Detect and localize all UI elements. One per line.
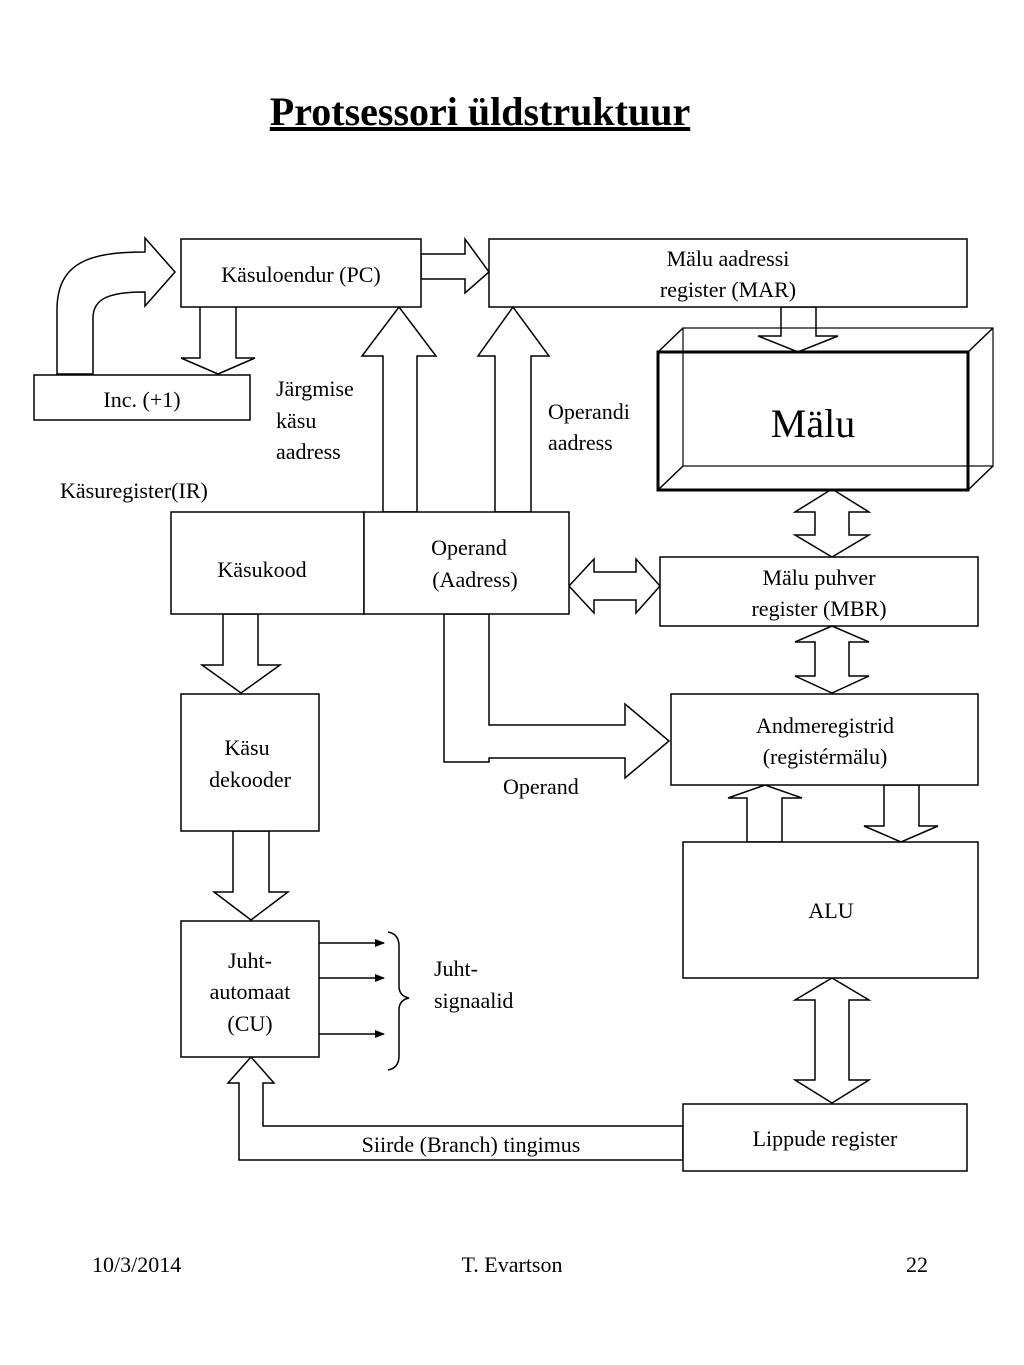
flags-to-cu-arrow	[226, 1055, 684, 1161]
signals-brace	[387, 931, 410, 1071]
operand-flow-label: Operand	[503, 774, 579, 799]
mbr-registers-arrow	[794, 625, 870, 694]
control-signals-label-line2: signaalid	[434, 988, 513, 1013]
branch-condition-label: Siirde (Branch) tingimus	[362, 1132, 581, 1157]
alu-to-registers-arrow	[727, 784, 803, 843]
next-address-label-line2: käsu	[276, 408, 316, 433]
opcode-to-decoder-arrow	[199, 613, 283, 694]
next-address-label-line3: aadress	[276, 439, 341, 464]
ir-mbr-arrow	[567, 557, 662, 615]
decoder-label-line1: Käsu	[224, 735, 269, 760]
mar-box	[488, 238, 968, 308]
mar-label-line1: Mälu aadressi	[667, 246, 790, 271]
operand-label-line1: Operand	[431, 535, 507, 560]
opcode-label: Käsukood	[217, 557, 306, 582]
data-registers-label-line1: Andmeregistrid	[756, 713, 894, 738]
footer-page-number: 22	[906, 1252, 928, 1277]
mbr-label-line2: register (MBR)	[751, 596, 886, 621]
pc-box	[180, 238, 422, 308]
inc-to-pc-arrow	[56, 236, 177, 375]
mbr-box	[659, 556, 979, 627]
ir-to-mar-arrow	[476, 305, 551, 513]
cu-label-line1: Juht-	[228, 948, 272, 973]
alu-box	[682, 841, 979, 979]
ir-to-pc-arrow	[360, 305, 438, 513]
inc-label: Inc. (+1)	[103, 387, 180, 412]
cu-label-line3: (CU)	[227, 1011, 272, 1036]
next-address-label-line1: Järgmise	[276, 376, 354, 401]
alu-label: ALU	[808, 898, 853, 923]
slide-title: Protsessori üldstruktuur	[269, 89, 691, 134]
pc-label: Käsuloendur (PC)	[221, 262, 380, 287]
operand-to-registers-arrow	[443, 613, 671, 780]
operand-box	[363, 511, 570, 615]
inc-box	[33, 374, 251, 421]
pc-to-mar-arrow	[420, 236, 491, 295]
cu-label-line2: automaat	[210, 979, 291, 1004]
operand-address-label-line1: Operandi	[548, 399, 630, 424]
operand-address-label-line2: aadress	[548, 430, 613, 455]
mar-to-memory-arrow	[757, 306, 839, 353]
mar-label-line2: register (MAR)	[660, 277, 796, 302]
flags-box	[682, 1103, 968, 1172]
mbr-label-line1: Mälu puhver	[762, 565, 876, 590]
footer-date: 10/3/2014	[92, 1252, 182, 1277]
alu-flags-arrow	[792, 977, 872, 1104]
data-registers-box	[670, 693, 979, 786]
flags-label: Lippude register	[753, 1126, 898, 1151]
memory-label: Mälu	[771, 401, 855, 446]
ir-label: Käsuregister(IR)	[60, 478, 208, 503]
memory-box	[656, 327, 994, 492]
decoder-label-line2: dekooder	[209, 767, 292, 792]
footer-author: T. Evartson	[461, 1252, 563, 1277]
control-signals-label-line1: Juht-	[434, 956, 478, 981]
decoder-box	[180, 693, 320, 832]
decoder-to-cu-arrow	[211, 830, 291, 921]
opcode-box	[170, 511, 365, 615]
cu-box	[180, 920, 320, 1058]
operand-label-line2: (Aadress)	[432, 567, 518, 592]
memory-mbr-arrow	[792, 488, 872, 558]
data-registers-label-line2: (registérmälu)	[763, 744, 888, 769]
registers-to-alu-arrow	[863, 784, 939, 843]
pc-to-inc-arrow	[180, 305, 256, 375]
